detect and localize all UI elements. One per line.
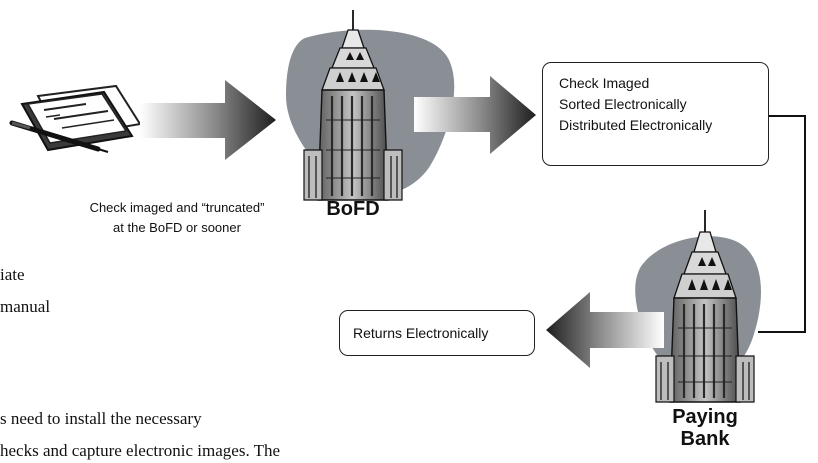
paying-bank-label: Paying Bank xyxy=(653,406,757,450)
paying-bank-line2: Bank xyxy=(680,428,730,450)
paying-bank-building-icon xyxy=(635,210,761,403)
check-caption: Check imaged and “truncated” at the BoFD… xyxy=(52,198,302,238)
connector-process-to-paying-bank xyxy=(758,115,806,333)
body-text-fragment-1: iate xyxy=(0,265,25,284)
check-caption-line2: at the BoFD or sooner xyxy=(113,220,241,235)
check-caption-line1: Check imaged and “truncated” xyxy=(89,200,265,215)
arrow-paying-bank-to-returns xyxy=(546,292,664,368)
body-text-fragment-3: s need to install the necessary xyxy=(0,409,202,428)
arrow-bofd-to-process xyxy=(414,76,536,154)
process-step-3: Distributed Electronically xyxy=(559,117,713,133)
returns-label: Returns Electronically xyxy=(353,325,489,341)
check-and-pen-icon xyxy=(9,84,142,153)
arrow-check-to-bofd xyxy=(140,80,276,160)
bofd-label: BoFD xyxy=(326,198,380,220)
process-step-2: Sorted Electronically xyxy=(559,96,687,112)
paying-bank-line1: Paying xyxy=(672,406,738,428)
process-step-1: Check Imaged xyxy=(559,75,650,91)
body-text-fragment-2: manual xyxy=(0,297,51,316)
body-text-fragment-4: hecks and capture electronic images. The xyxy=(0,441,281,460)
bofd-building-icon xyxy=(286,10,455,201)
process-steps-box: Check Imaged Sorted Electronically Distr… xyxy=(542,62,769,166)
returns-box: Returns Electronically xyxy=(339,310,535,356)
